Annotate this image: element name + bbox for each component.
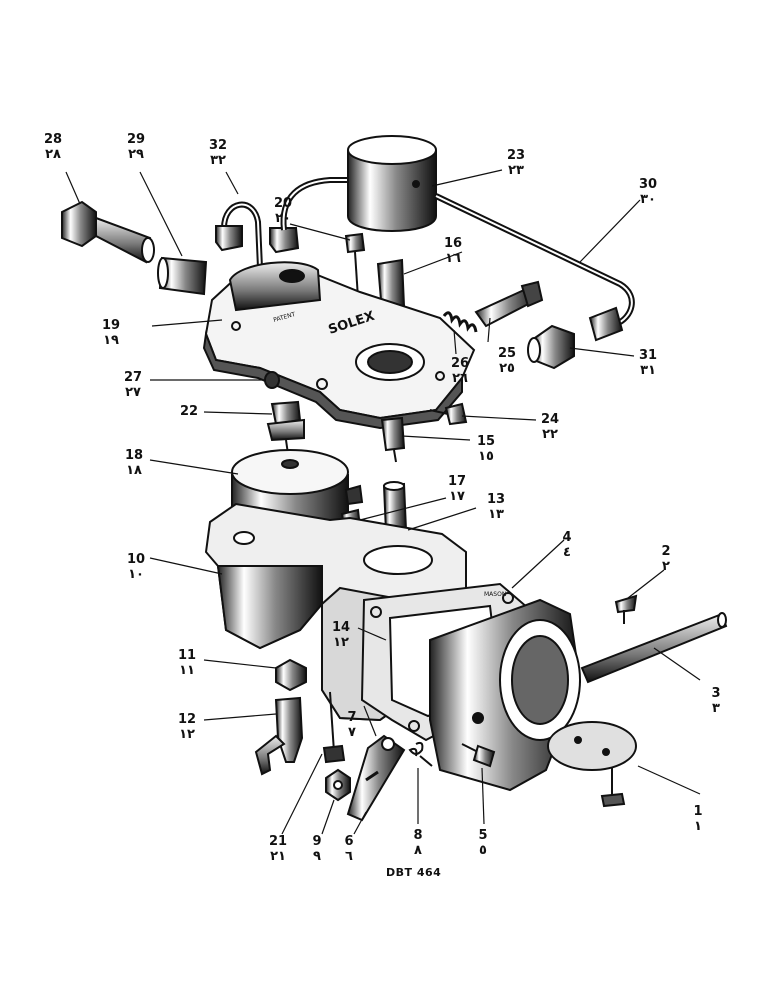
part-26-spring <box>442 311 478 333</box>
part-3-spindle <box>580 612 728 684</box>
part-15-jet <box>380 416 406 463</box>
part-32-pipe <box>215 177 348 269</box>
part-30-pipe <box>434 193 635 342</box>
part-11-plug <box>275 658 307 692</box>
part-21-bolt <box>322 691 346 764</box>
part-1-throttle-disc <box>547 721 637 808</box>
part-31-union <box>527 324 575 370</box>
part-19-top-cover: SOLEX PATENT <box>202 261 476 430</box>
part-28-banjo-bolt <box>61 200 155 264</box>
part-27-plug <box>264 371 280 389</box>
part-23-choke-tube <box>347 135 437 232</box>
part-9-nut <box>325 768 351 802</box>
part-22-needle-valve <box>266 400 305 455</box>
throttle-barrel <box>429 598 582 792</box>
callout-22: 22 <box>179 404 199 419</box>
part-8-spring <box>408 741 433 767</box>
drawing-reference-code: DBT 464 <box>386 866 442 879</box>
part-29-sleeve <box>157 256 208 296</box>
part-2-screw <box>614 594 638 624</box>
leader-lines <box>65 169 701 835</box>
part-6-lever <box>346 734 406 822</box>
gasket-marking: MASON <box>484 591 506 598</box>
part-5-screw <box>461 743 496 768</box>
part-25-screw <box>474 280 544 328</box>
part-12-drain-tap <box>254 696 304 776</box>
part-drawings: SOLEX PATENT <box>61 135 728 822</box>
part-24-screw <box>429 402 468 426</box>
